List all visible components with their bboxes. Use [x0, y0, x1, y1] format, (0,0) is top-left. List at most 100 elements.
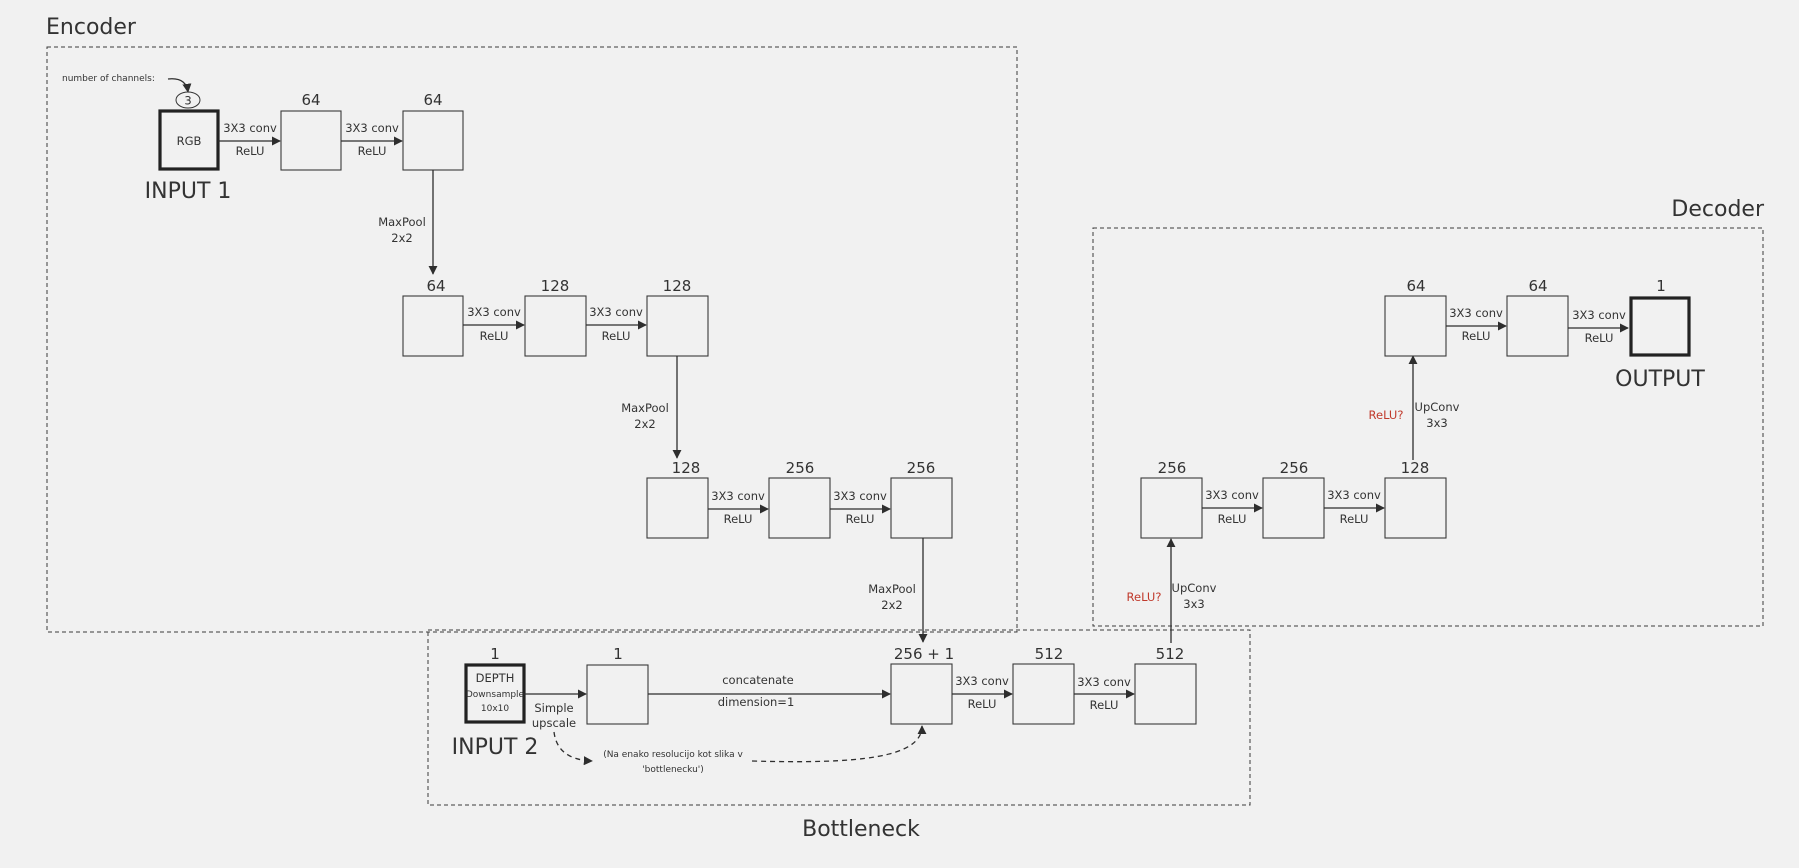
dec-r2-relu-2: ReLU — [1585, 331, 1614, 345]
bn-concat-node[interactable] — [890, 663, 953, 725]
output-channels: 1 — [1656, 277, 1666, 295]
dec-upconv-label-1: UpConv — [1172, 581, 1217, 595]
input2-channels: 1 — [490, 645, 500, 663]
dec-r2-ch-2: 64 — [1528, 277, 1547, 295]
enc-r3-node-1[interactable] — [646, 477, 709, 539]
enc-r2-conv-1: 3X3 conv — [467, 305, 521, 319]
enc-r3-relu-1: ReLU — [724, 512, 753, 526]
bn-conv1-ch: 512 — [1035, 645, 1064, 663]
enc-r1-ch-1: 64 — [301, 91, 320, 109]
bottleneck-title: Bottleneck — [802, 817, 920, 842]
bn-note-line2: 'bottlenecku') — [642, 765, 704, 775]
bn-upscaled-node[interactable] — [586, 664, 649, 725]
bottleneck-region — [427, 629, 1251, 806]
enc-r1-relu-2: ReLU — [358, 144, 387, 158]
enc-r1-conv-2: 3X3 conv — [345, 121, 399, 135]
enc-r2-relu-2: ReLU — [602, 329, 631, 343]
decoder-title: Decoder — [1671, 197, 1765, 222]
enc-r3-ch-3: 256 — [907, 459, 936, 477]
dec-r1-relu-1: ReLU — [1218, 512, 1247, 526]
dec-r1-conv-1: 3X3 conv — [1205, 488, 1259, 502]
input2-depth-sub1: Downsample — [466, 690, 525, 700]
bn-concat-ch: 256 + 1 — [894, 645, 954, 663]
bn-dimension-label: dimension=1 — [718, 695, 795, 709]
enc-maxpool-size-1: 2x2 — [391, 231, 412, 245]
enc-maxpool-label-3: MaxPool — [868, 582, 916, 596]
dec-r2-node-2[interactable] — [1506, 295, 1569, 357]
dec-r1-ch-2: 256 — [1280, 459, 1309, 477]
input1-rgb-label: RGB — [177, 134, 202, 148]
dec-r1-node-1[interactable] — [1140, 477, 1203, 539]
dec-r1-ch-1: 256 — [1158, 459, 1187, 477]
enc-maxpool-label-2: MaxPool — [621, 401, 669, 415]
enc-r1-node-2[interactable] — [402, 110, 464, 171]
bn-conv2-ch: 512 — [1156, 645, 1185, 663]
dec-r2-conv-1: 3X3 conv — [1449, 306, 1503, 320]
encoder-region — [46, 46, 1018, 633]
channels-value: 3 — [184, 94, 191, 108]
enc-maxpool-size-2: 2x2 — [634, 417, 655, 431]
input2-caption: INPUT 2 — [452, 735, 539, 760]
enc-r3-ch-1: 128 — [672, 459, 701, 477]
enc-r3-node-3[interactable] — [890, 477, 953, 539]
enc-r2-node-3[interactable] — [646, 295, 709, 357]
enc-maxpool-label-1: MaxPool — [378, 215, 426, 229]
enc-r2-node-2[interactable] — [524, 295, 587, 357]
output-caption: OUTPUT — [1615, 367, 1705, 392]
enc-r3-relu-2: ReLU — [846, 512, 875, 526]
dec-relu-question-2: ReLU? — [1369, 408, 1404, 422]
enc-r3-conv-1: 3X3 conv — [711, 489, 765, 503]
enc-r2-ch-2: 128 — [541, 277, 570, 295]
channels-note-arrow — [167, 78, 192, 93]
enc-r2-conv-2: 3X3 conv — [589, 305, 643, 319]
dec-upconv-size-1: 3x3 — [1183, 597, 1204, 611]
bn-conv-label-1: 3X3 conv — [955, 674, 1009, 688]
dec-r2-conv-2: 3X3 conv — [1572, 308, 1626, 322]
enc-r2-relu-1: ReLU — [480, 329, 509, 343]
bn-resolution-curve-right — [751, 725, 927, 763]
dec-r1-conv-2: 3X3 conv — [1327, 488, 1381, 502]
dec-upconv-size-2: 3x3 — [1426, 416, 1447, 430]
bn-relu-label-2: ReLU — [1090, 698, 1119, 712]
bn-relu-label-1: ReLU — [968, 697, 997, 711]
enc-r1-ch-2: 64 — [423, 91, 442, 109]
enc-r1-node-1[interactable] — [280, 110, 342, 171]
channels-circle — [175, 91, 201, 109]
enc-maxpool-size-3: 2x2 — [881, 598, 902, 612]
enc-r3-ch-2: 256 — [786, 459, 815, 477]
enc-r3-node-2[interactable] — [768, 477, 831, 539]
dec-upconv-label-2: UpConv — [1415, 400, 1460, 414]
enc-r1-conv-1: 3X3 conv — [223, 121, 277, 135]
bn-note-line1: (Na enako resolucijo kot slika v — [603, 750, 743, 760]
enc-r1-relu-1: ReLU — [236, 144, 265, 158]
encoder-title: Encoder — [46, 15, 137, 40]
dec-r2-ch-1: 64 — [1406, 277, 1425, 295]
output-node[interactable] — [1629, 296, 1691, 357]
bn-upscale-line1: Simple — [534, 701, 573, 715]
bn-conv-label-2: 3X3 conv — [1077, 675, 1131, 689]
enc-r2-node-1[interactable] — [402, 295, 464, 357]
bn-upscale-line2: upscale — [532, 716, 576, 730]
channels-note: number of channels: — [62, 74, 155, 84]
input1-caption: INPUT 1 — [145, 179, 232, 204]
bn-concat-label: concatenate — [722, 673, 794, 687]
dec-r1-node-2[interactable] — [1262, 477, 1325, 539]
enc-r3-conv-2: 3X3 conv — [833, 489, 887, 503]
input2-depth-sub2: 10x10 — [481, 704, 510, 714]
dec-r1-node-3[interactable] — [1384, 477, 1447, 539]
dec-r1-relu-2: ReLU — [1340, 512, 1369, 526]
bn-upscaled-ch: 1 — [613, 645, 623, 663]
input2-depth-title: DEPTH — [476, 671, 515, 685]
dec-relu-question-1: ReLU? — [1127, 590, 1162, 604]
enc-r2-ch-3: 128 — [663, 277, 692, 295]
bn-resolution-curve-left — [553, 731, 593, 766]
bn-conv2-node[interactable] — [1134, 663, 1197, 725]
dec-r2-relu-1: ReLU — [1462, 329, 1491, 343]
input1-rgb-node[interactable] — [158, 109, 220, 171]
bn-conv1-node[interactable] — [1012, 663, 1075, 725]
enc-r2-ch-1: 64 — [426, 277, 445, 295]
dec-r1-ch-3: 128 — [1401, 459, 1430, 477]
dec-r2-node-1[interactable] — [1384, 295, 1447, 357]
decoder-region — [1092, 227, 1764, 627]
input2-depth-node[interactable] — [464, 663, 526, 724]
